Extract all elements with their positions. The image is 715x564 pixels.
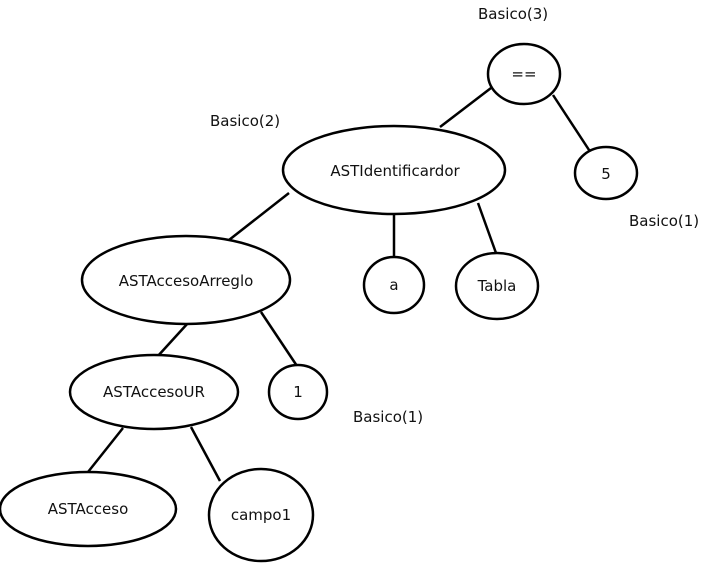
node-a-label: a <box>389 276 398 294</box>
node-acceso-arreglo: ASTAccesoArreglo <box>80 234 292 326</box>
node-one-label: 1 <box>293 383 303 401</box>
annotation-basico2: Basico(2) <box>210 112 280 130</box>
edge-identificador-accesoarreglo <box>228 192 290 241</box>
node-acceso-ur-label: ASTAccesoUR <box>103 383 205 401</box>
node-acceso-arreglo-label: ASTAccesoArreglo <box>119 272 254 290</box>
edge-accesour-campo1 <box>189 426 222 482</box>
node-a: a <box>362 255 426 315</box>
edge-accesoarreglo-one <box>259 311 299 367</box>
node-eq: == <box>486 42 562 106</box>
node-identificador: ASTIdentificardor <box>281 124 507 216</box>
edge-accesoarreglo-accesour <box>156 322 189 358</box>
node-one: 1 <box>267 363 329 421</box>
node-tabla-shape <box>454 251 540 321</box>
node-tabla: Tabla <box>454 251 540 321</box>
node-acceso-shape <box>0 470 178 548</box>
node-campo1-label: campo1 <box>231 506 291 524</box>
edge-accesour-acceso <box>87 427 124 473</box>
node-eq-label: == <box>511 65 536 83</box>
node-five-shape <box>573 145 639 201</box>
edge-eq-identificador <box>439 87 492 128</box>
node-five: 5 <box>573 145 639 201</box>
annotation-basico3: Basico(3) <box>478 5 548 23</box>
node-campo1: campo1 <box>207 467 315 563</box>
node-identificador-label: ASTIdentificardor <box>330 162 460 180</box>
node-identificador-shape <box>281 124 507 216</box>
node-acceso-ur-shape <box>68 353 240 431</box>
node-acceso-arreglo-shape <box>80 234 292 326</box>
node-eq-shape <box>486 42 562 106</box>
annotation-basico1-mid: Basico(1) <box>353 408 423 426</box>
node-a-shape <box>362 255 426 315</box>
edge-eq-five <box>551 94 593 154</box>
node-one-shape <box>267 363 329 421</box>
node-five-label: 5 <box>601 165 611 183</box>
node-tabla-label: Tabla <box>477 277 517 295</box>
node-acceso-label: ASTAcceso <box>48 500 129 518</box>
node-acceso: ASTAcceso <box>0 470 178 548</box>
node-campo1-shape <box>207 467 315 563</box>
edge-identificador-tabla <box>476 202 498 254</box>
annotation-basico1-right: Basico(1) <box>629 212 699 230</box>
node-acceso-ur: ASTAccesoUR <box>68 353 240 431</box>
